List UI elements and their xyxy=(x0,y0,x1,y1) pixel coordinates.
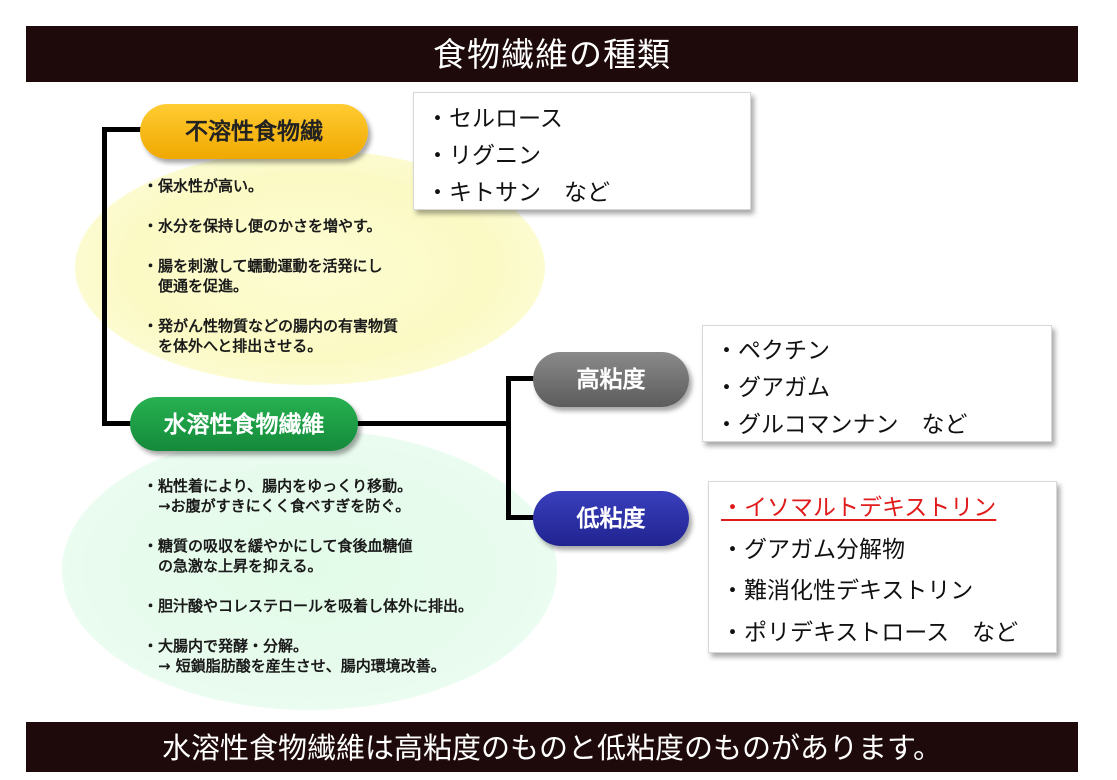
insoluble-examples-box: ・セルロース ・リグニン ・キトサン など xyxy=(413,92,751,210)
insoluble-example: ・セルロース xyxy=(426,106,563,132)
connector-high-stub xyxy=(506,376,536,381)
soluble-notes-background xyxy=(62,430,557,710)
insoluble-notes: ・保水性が高い。 ・水分を保持し便のかさを増やす。 ・腸を刺激して蠕動運動を活発… xyxy=(143,176,398,376)
insoluble-example: ・リグニン xyxy=(426,143,541,169)
soluble-fiber-label: 水溶性食物繊維 xyxy=(130,397,358,451)
insoluble-example: ・キトサン など xyxy=(426,180,610,206)
soluble-notes: ・粘性着により、腸内をゆっくり移動。 →お腹がすきにくく食べすぎを防ぐ。 ・糖質… xyxy=(143,476,473,696)
footer-caption: 水溶性食物繊維は高粘度のものと低粘度のものがあります。 xyxy=(26,722,1078,772)
low-viscosity-example: ・ポリデキストロース など xyxy=(721,620,1019,646)
soluble-note: ・糖質の吸収を緩やかにして食後血糖値 の急激な上昇を抑える。 xyxy=(143,537,413,575)
connector-insoluble-stub xyxy=(102,127,142,132)
page-title: 食物繊維の種類 xyxy=(26,26,1078,82)
soluble-note: ・大腸内で発酵・分解。 → 短鎖脂肪酸を産生させ、腸内環境改善。 xyxy=(143,637,446,675)
connector-soluble-branch xyxy=(356,421,508,426)
high-viscosity-examples-box: ・ペクチン ・グアガム ・グルコマンナン など xyxy=(702,325,1052,442)
low-viscosity-example: ・グアガム分解物 xyxy=(721,537,905,563)
soluble-note: ・粘性着により、腸内をゆっくり移動。 →お腹がすきにくく食べすぎを防ぐ。 xyxy=(143,477,413,515)
high-viscosity-example: ・グアガム xyxy=(715,375,830,401)
insoluble-note: ・水分を保持し便のかさを増やす。 xyxy=(143,217,382,235)
low-viscosity-example: ・難消化性デキストリン xyxy=(721,578,974,604)
insoluble-fiber-label: 不溶性食物繊 xyxy=(140,104,368,159)
soluble-note: ・胆汁酸やコレステロールを吸着し体外に排出。 xyxy=(143,597,474,615)
connector-low-stub xyxy=(506,515,536,520)
low-viscosity-example-highlighted: ・イソマルトデキストリン xyxy=(721,495,997,521)
insoluble-note: ・保水性が高い。 xyxy=(143,177,264,195)
connector-left-vertical xyxy=(102,127,107,426)
insoluble-note: ・発がん性物質などの腸内の有害物質 を体外へと排出させる。 xyxy=(143,317,399,355)
insoluble-note: ・腸を刺激して蠕動運動を活発にし 便通を促進。 xyxy=(143,257,383,295)
high-viscosity-example: ・ペクチン xyxy=(715,338,830,364)
high-viscosity-label: 高粘度 xyxy=(533,352,689,407)
high-viscosity-example: ・グルコマンナン など xyxy=(715,412,968,438)
low-viscosity-examples-box: ・イソマルトデキストリン ・グアガム分解物 ・難消化性デキストリン ・ポリデキス… xyxy=(708,481,1057,653)
low-viscosity-label: 低粘度 xyxy=(533,491,689,546)
connector-branch-vertical xyxy=(506,376,511,520)
connector-soluble-stub xyxy=(102,421,132,426)
